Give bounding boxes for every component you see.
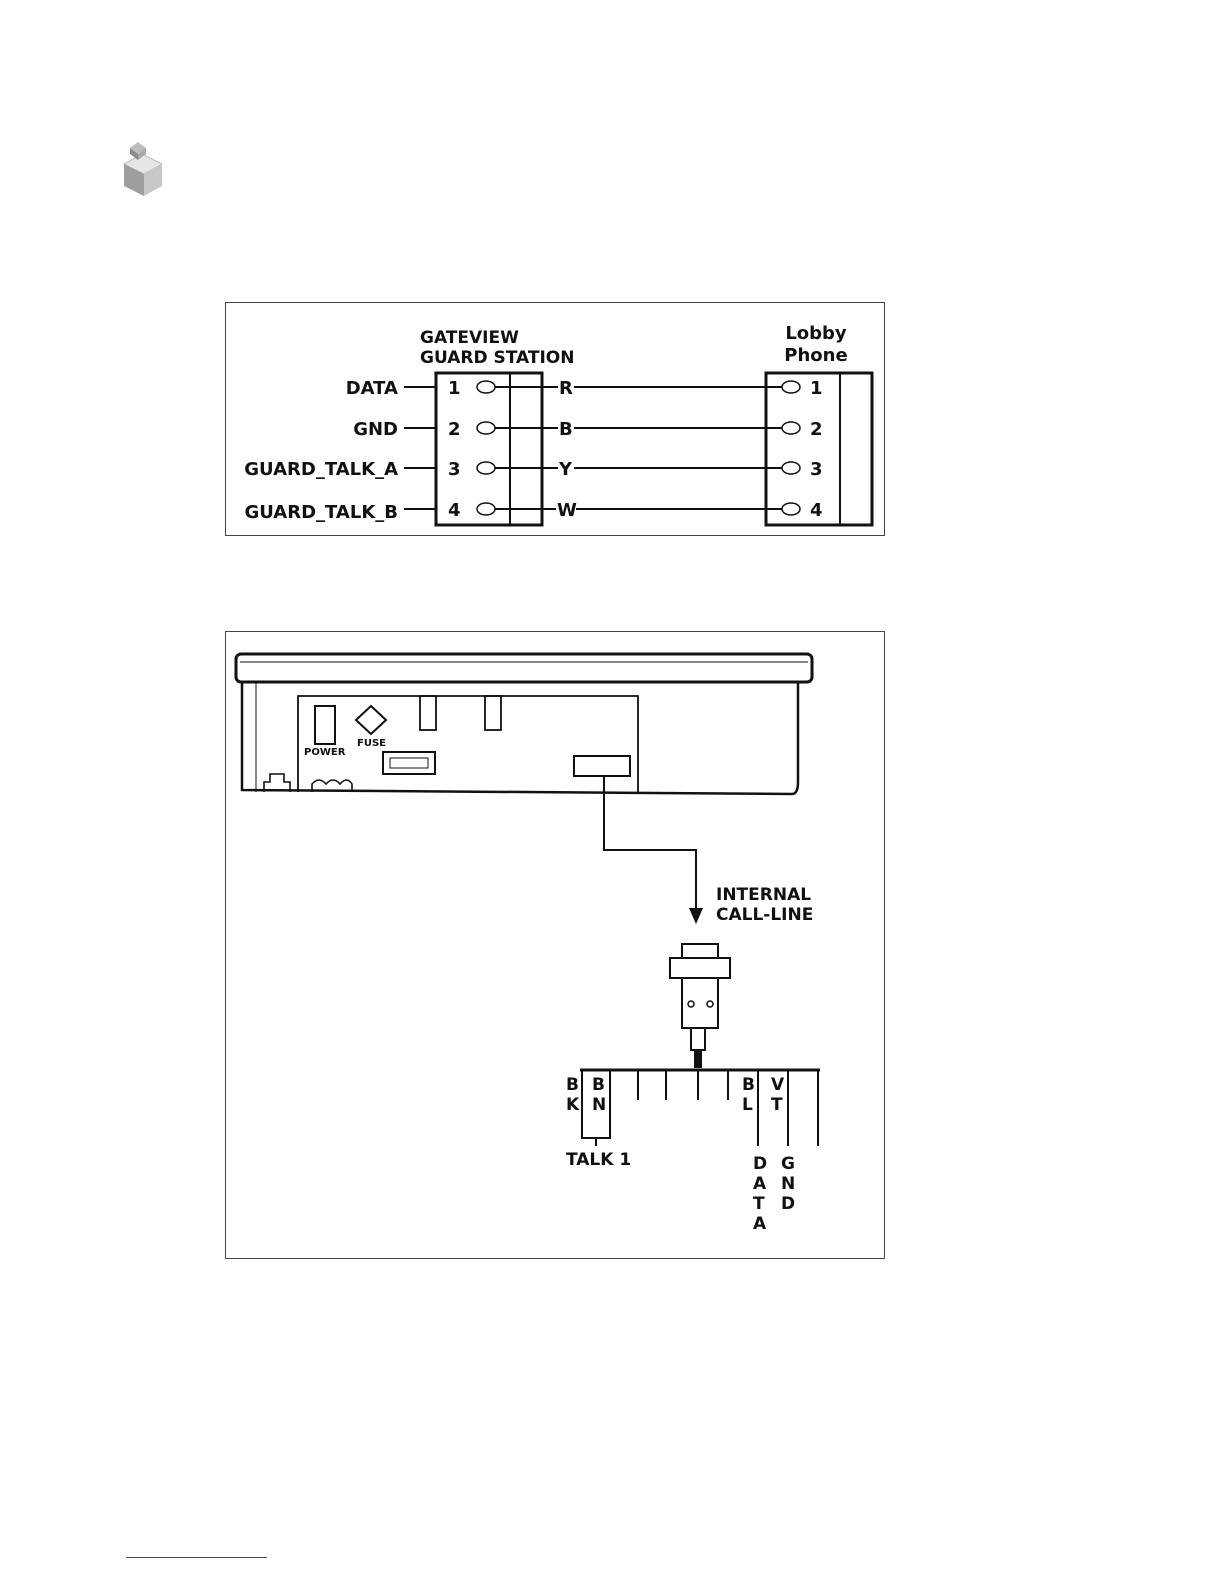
lobby-pin-number: 4 [810, 500, 823, 521]
wire-code-bl-1: B [742, 1075, 755, 1095]
power-switch [315, 706, 335, 744]
unit-housing-body [242, 682, 798, 794]
board-connector [383, 752, 435, 774]
terminal-screw [477, 422, 495, 434]
fuse-holder [356, 706, 386, 734]
callout-line2: CALL-LINE [716, 905, 813, 925]
gnd-label-letter: N [781, 1174, 795, 1194]
wire-code-bk-1: B [566, 1075, 579, 1095]
wire-color-label: Y [558, 459, 573, 480]
wire-code-bn-2: N [592, 1095, 606, 1115]
data-label-letter: A [753, 1174, 767, 1194]
board-connector [420, 696, 436, 730]
wiring-row: GUARD_TALK_A 3 Y 3 [244, 459, 822, 480]
terminal-screw [782, 381, 800, 393]
fuse-label: FUSE [357, 738, 386, 749]
wire-code-bn-1: B [592, 1075, 605, 1095]
guard-station-title-line2: GUARD STATION [420, 348, 574, 368]
wire-color-label: W [557, 500, 577, 521]
talk-label: TALK 1 [566, 1150, 631, 1170]
signal-label: GND [353, 419, 398, 440]
wire-code-vt-2: T [771, 1095, 783, 1115]
lobby-pin-number: 2 [810, 419, 823, 440]
wiring-row: GUARD_TALK_B 4 W 4 [244, 500, 822, 523]
wire-code-vt-1: V [771, 1075, 785, 1095]
call-line-port [574, 756, 630, 776]
guard-pin-number: 1 [448, 378, 461, 399]
lobby-pin-number: 3 [810, 459, 823, 480]
callout-line1: INTERNAL [716, 885, 811, 905]
wiring-row: DATA 1 R 1 [346, 378, 823, 399]
call-line-connector [670, 944, 730, 1068]
terminal-screw [782, 422, 800, 434]
guard-pin-number: 4 [448, 500, 461, 521]
footer-rule [126, 1557, 267, 1558]
terminal-screw [782, 503, 800, 515]
terminal-screw [477, 381, 495, 393]
data-label-letter: T [753, 1194, 765, 1214]
guard-station-title-line1: GATEVIEW [420, 328, 519, 348]
wiring-row: GND 2 B 2 [353, 419, 822, 440]
circuit-board [298, 696, 638, 794]
lobby-phone-title-line2: Phone [784, 345, 847, 366]
terminal-screw [477, 503, 495, 515]
signal-label: GUARD_TALK_A [244, 459, 398, 480]
lobby-phone-title-line1: Lobby [785, 323, 847, 344]
signal-label: DATA [346, 378, 398, 399]
terminal-screw [477, 462, 495, 474]
board-connector [485, 696, 501, 730]
call-line-cable [604, 776, 696, 912]
power-label: POWER [304, 747, 346, 758]
lobby-pin-number: 1 [810, 378, 823, 399]
wire-color-label: R [559, 378, 573, 399]
signal-label: GUARD_TALK_B [244, 502, 398, 523]
wire-color-label: B [559, 419, 573, 440]
guard-pin-number: 3 [448, 459, 461, 480]
arrow-head [689, 908, 703, 924]
cube-logo-icon [118, 138, 168, 200]
internal-call-line-figure: POWER FUSE INTERNAL CALL-LINE [225, 631, 885, 1259]
guard-pin-number: 2 [448, 419, 461, 440]
data-label-letter: A [753, 1214, 767, 1234]
wire-code-bl-2: L [742, 1095, 753, 1115]
gnd-label-letter: G [781, 1154, 795, 1174]
guard-station-wiring-figure: GATEVIEW GUARD STATION Lobby Phone DATA … [225, 302, 885, 536]
unit-housing-lid [236, 654, 812, 682]
data-label-letter: D [753, 1154, 767, 1174]
wire-code-bk-2: K [566, 1095, 580, 1115]
gnd-label-letter: D [781, 1194, 795, 1214]
terminal-screw [782, 462, 800, 474]
